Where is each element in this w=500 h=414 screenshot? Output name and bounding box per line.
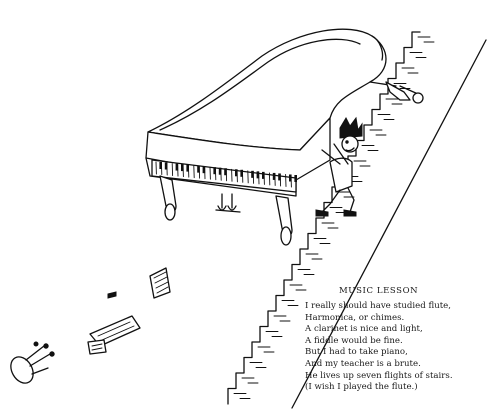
- staircase: [227, 31, 487, 409]
- poem-lines: I really should have studied flute, Harm…: [305, 301, 495, 394]
- poem-title: MUSIC LESSON: [339, 286, 419, 296]
- poem-line: But I had to take piano,: [305, 347, 408, 358]
- poem-line: He lives up seven flights of stairs.: [305, 370, 453, 381]
- poem-line: A fiddle would be fine.: [305, 335, 403, 346]
- poem-line: Harmonica, or chimes.: [305, 312, 405, 323]
- poem: MUSIC LESSON I really should have studie…: [305, 285, 495, 394]
- poem-line: (I wish I played the flute.): [305, 382, 418, 393]
- poem-line: A clarinet is nice and light,: [305, 324, 423, 335]
- piano-stool: [10, 341, 55, 384]
- poem-line: I really should have studied flute,: [305, 301, 451, 311]
- falling-sheet-music: [87, 267, 171, 355]
- poem-line: And my teacher is a brute.: [305, 358, 421, 369]
- grand-piano: [145, 28, 424, 246]
- boy-carrying-piano: [315, 116, 363, 217]
